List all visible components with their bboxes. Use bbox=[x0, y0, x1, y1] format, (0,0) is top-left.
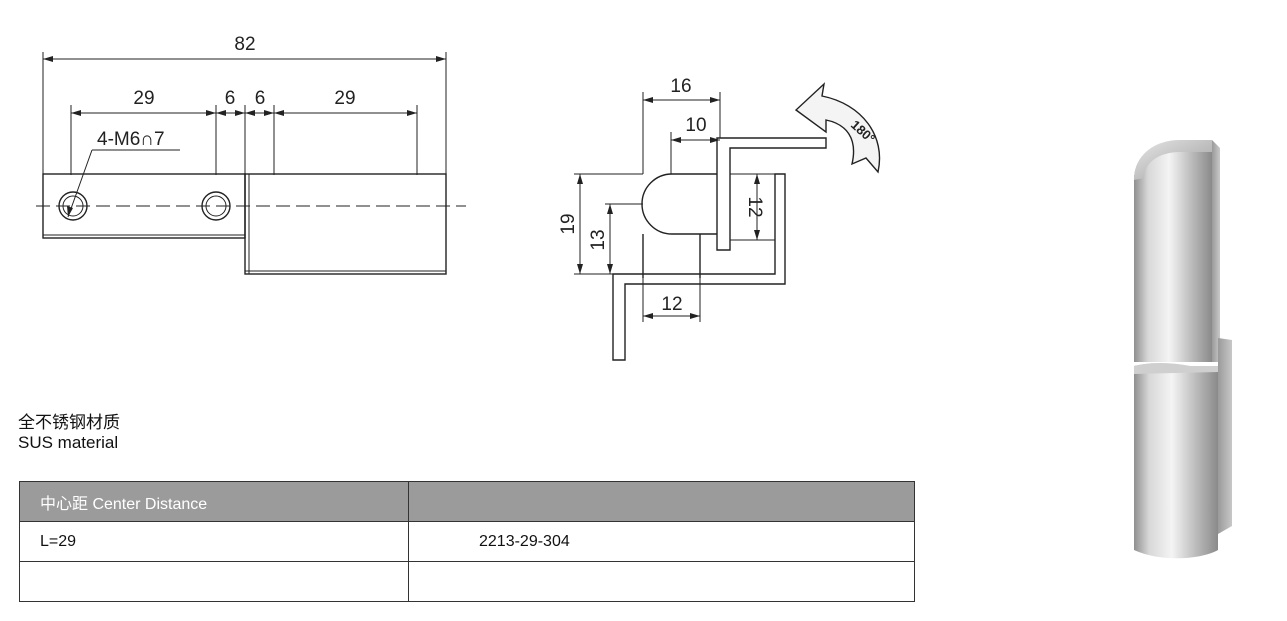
table-cell bbox=[19, 561, 409, 602]
table-cell bbox=[408, 561, 915, 602]
table-cell: L=29 bbox=[19, 521, 409, 562]
table-cell: 2213-29-304 bbox=[408, 521, 915, 562]
table-row: L=29 2213-29-304 bbox=[19, 521, 915, 562]
spec-table: 中心距 Center Distance L=29 2213-29-304 bbox=[19, 481, 915, 602]
table-header-cell bbox=[408, 481, 915, 522]
dim-19: 19 bbox=[558, 213, 579, 234]
table-header-row: 中心距 Center Distance bbox=[19, 481, 915, 522]
dim-12-bottom: 12 bbox=[661, 294, 682, 315]
dim-82: 82 bbox=[234, 34, 255, 55]
material-cn: 全不锈钢材质 bbox=[18, 413, 120, 432]
dim-29-left: 29 bbox=[133, 88, 154, 109]
hinge-product-image bbox=[1134, 140, 1232, 559]
dim-12-right: 12 bbox=[744, 196, 765, 217]
hole-callout: 4-M6∩7 bbox=[97, 129, 165, 150]
dim-13: 13 bbox=[588, 229, 609, 250]
dim-10: 10 bbox=[685, 115, 706, 136]
dim-29-right: 29 bbox=[334, 88, 355, 109]
dim-16: 16 bbox=[670, 76, 691, 97]
front-view-drawing: 82 29 6 6 29 4-M6∩7 bbox=[36, 34, 466, 275]
material-en: SUS material bbox=[18, 433, 119, 452]
dim-6-a: 6 bbox=[225, 88, 236, 109]
side-view-drawing: 16 10 12 19 13 12 180° bbox=[558, 76, 881, 361]
table-row bbox=[19, 561, 915, 602]
dim-6-b: 6 bbox=[255, 88, 266, 109]
rotation-arrow-icon: 180° bbox=[794, 82, 881, 174]
table-header-cell: 中心距 Center Distance bbox=[19, 481, 409, 522]
